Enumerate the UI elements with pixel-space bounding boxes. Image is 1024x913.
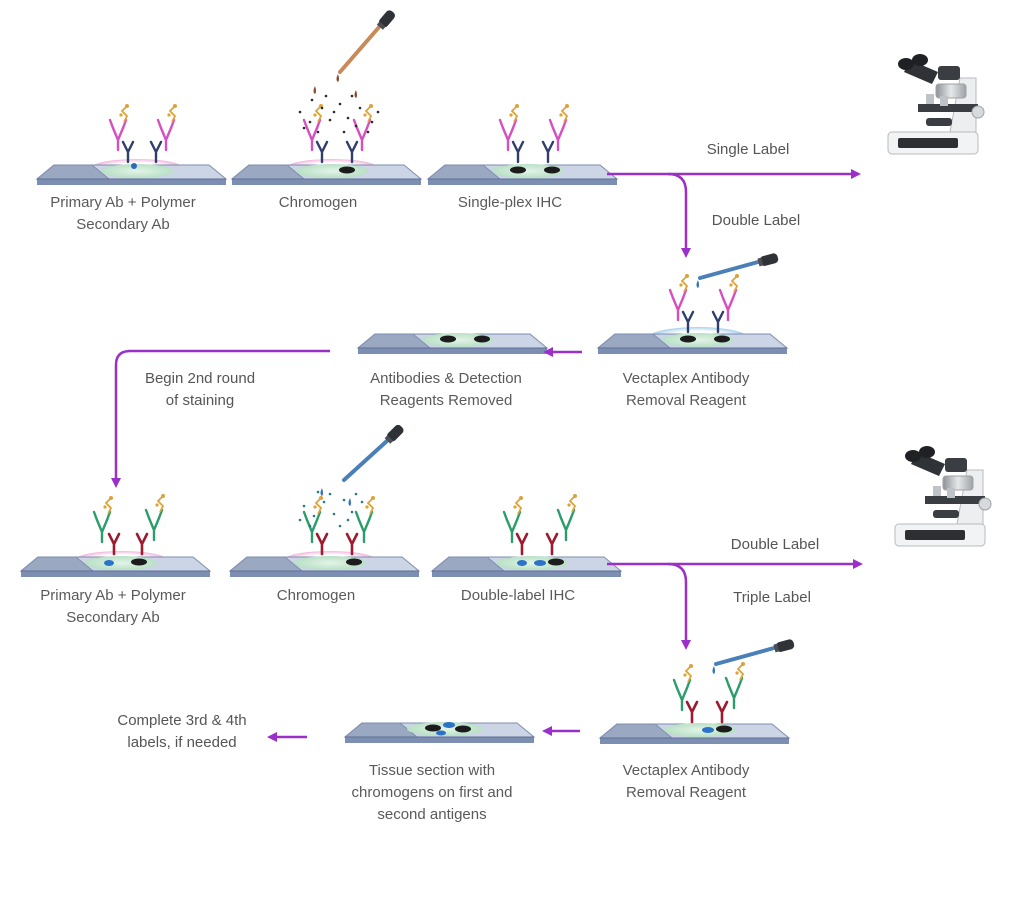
antibody-icon [302, 103, 374, 164]
dropper-icon [313, 8, 397, 98]
label-double-label-branch: Double Label [711, 212, 801, 229]
label-triple-label: Triple Label [733, 589, 811, 606]
dropper-icon [712, 638, 796, 674]
slide-singleplex-ihc [427, 164, 618, 186]
antibody-icon [672, 661, 746, 724]
slide-chromogen-round1 [231, 159, 422, 186]
label-doublelabel-ihc: Double-label IHC [460, 587, 576, 604]
dropper-icon [696, 252, 780, 288]
label-singleplex-ihc: Single-plex IHC [457, 194, 563, 211]
slide-primary-ab-round1 [36, 159, 227, 186]
arrow-begin-second-round [111, 349, 330, 488]
microscope-icon-double [894, 445, 992, 547]
antibody-icon [108, 103, 178, 169]
slide-tissue-section [344, 722, 535, 744]
chromogen-particles [298, 94, 380, 134]
slide-antibodies-removed [357, 333, 548, 355]
label-chromogen-2: Chromogen [276, 587, 356, 604]
arrow-double-label-branch [667, 172, 691, 258]
antibody-icon [668, 273, 740, 334]
label-single-label: Single Label [706, 141, 790, 158]
antibody-icon [498, 103, 570, 164]
label-double-label: Double Label [730, 536, 820, 553]
antibody-icon [92, 493, 166, 556]
slide-removal-reagent-1 [597, 327, 788, 355]
slide-doublelabel-ihc [431, 556, 622, 578]
chromogen-particles [298, 490, 364, 528]
slide-chromogen-round2 [229, 551, 420, 578]
antibody-icon [502, 493, 578, 556]
slide-removal-reagent-2 [599, 723, 790, 745]
arrow-triple-label-branch [667, 562, 691, 650]
slide-primary-ab-round2 [20, 551, 211, 578]
microscope-icon-single [887, 53, 985, 155]
label-chromogen-1: Chromogen [278, 194, 358, 211]
dropper-icon [320, 423, 406, 506]
